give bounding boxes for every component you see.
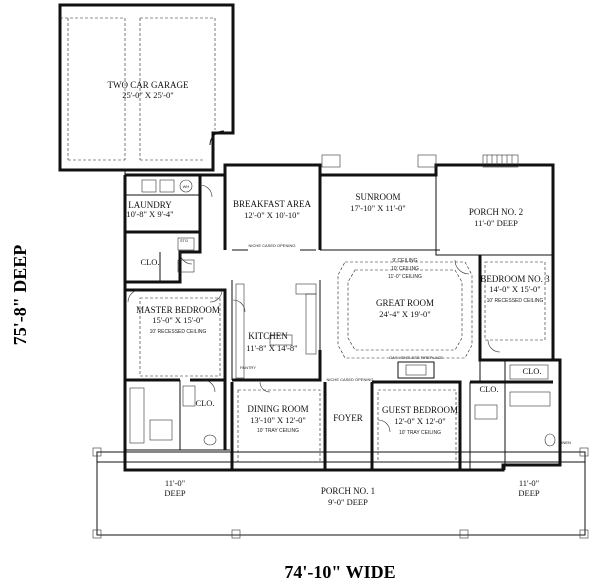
closet-guest: CLO.	[479, 384, 498, 394]
foyer-name: FOYER	[333, 413, 363, 423]
breakfast-name: BREAKFAST AREA	[233, 199, 311, 209]
house-outline	[96, 163, 586, 536]
garage-name: TWO CAR GARAGE	[108, 80, 189, 90]
breakfast-size: 12'-0" X 10'-10"	[244, 210, 300, 220]
closet-bedroom3: CLO.	[522, 366, 541, 376]
fireplace-note: GAS VENTLESS FIREPLACE	[389, 355, 443, 360]
guest-ceiling: 10' TRAY CEILING	[399, 430, 441, 436]
closet-laundry: CLO.	[140, 257, 159, 267]
master-name: MASTER BEDROOM	[136, 305, 220, 315]
porch2-name: PORCH NO. 2	[469, 207, 523, 217]
kitchen-name: KITCHEN	[248, 331, 288, 341]
great-room-ceiling1: 9' CEILING	[392, 258, 417, 264]
water-heater-label: WH	[183, 184, 190, 189]
great-room-ceiling2: 10' CEILING	[391, 266, 419, 272]
linen-label: LINEN	[559, 440, 571, 445]
ceilings	[139, 261, 546, 463]
porch1-left-deep: DEEP	[164, 488, 186, 498]
closet-master: CLO.	[195, 398, 214, 408]
great-room-size: 24'-4" X 19'-0"	[379, 309, 431, 319]
doors-fixtures	[92, 154, 589, 539]
dining-name: DINING ROOM	[247, 404, 308, 414]
width-label: 74'-10" WIDE	[284, 562, 395, 582]
great-room-ceiling3: 11'-0" CEILING	[388, 274, 422, 280]
guest-name: GUEST BEDROOM	[382, 405, 458, 415]
bedroom3-name: BEDROOM NO. 3	[480, 274, 550, 284]
porch1-name: PORCH NO. 1	[321, 486, 375, 496]
garage: TWO CAR GARAGE 25'-0" X 25'-0"	[58, 3, 235, 172]
dining-size: 13'-10" X 12'-0"	[250, 415, 306, 425]
porch1-right-deep: DEEP	[518, 488, 540, 498]
garage-size: 25'-0" X 25'-0"	[122, 90, 174, 100]
bedroom3-size: 14'-0" X 15'-0"	[489, 284, 541, 294]
storage-label: STG	[180, 238, 188, 243]
laundry-size: 10'-8" X 9'-4"	[126, 209, 173, 219]
porch1-size: 9'-0" DEEP	[328, 497, 368, 507]
sunroom-size: 17'-10" X 11'-0"	[350, 203, 406, 213]
guest-size: 12'-0" X 12'-0"	[394, 416, 446, 426]
porch2-size: 11'-0" DEEP	[474, 218, 518, 228]
great-room-name: GREAT ROOM	[376, 298, 434, 308]
sunroom-name: SUNROOM	[355, 192, 400, 202]
bedroom3-ceiling: 10' RECESSED CEILING	[487, 298, 544, 304]
master-ceiling: 10' RECESSED CEILING	[150, 329, 207, 335]
dining-ceiling: 10' TRAY CEILING	[257, 428, 299, 434]
master-size: 15'-0" X 15'-0"	[152, 315, 204, 325]
depth-label: 75'-8" DEEP	[10, 245, 30, 346]
kitchen-size: 11'-8" X 14'-8"	[246, 343, 297, 353]
porch1-right-depth: 11'-0"	[519, 478, 539, 488]
laundry-name: LAUNDRY	[128, 200, 172, 210]
niche-note-breakfast: NICHE CASED OPENING	[249, 243, 296, 248]
room-labels: LAUNDRY 10'-8" X 9'-4" WH BREAKFAST AREA…	[126, 184, 571, 507]
pantry-label: PANTRY	[240, 365, 256, 370]
niche-note-foyer: NICHE CASED OPENING	[327, 377, 374, 382]
porch1-left-depth: 11'-0"	[165, 478, 185, 488]
